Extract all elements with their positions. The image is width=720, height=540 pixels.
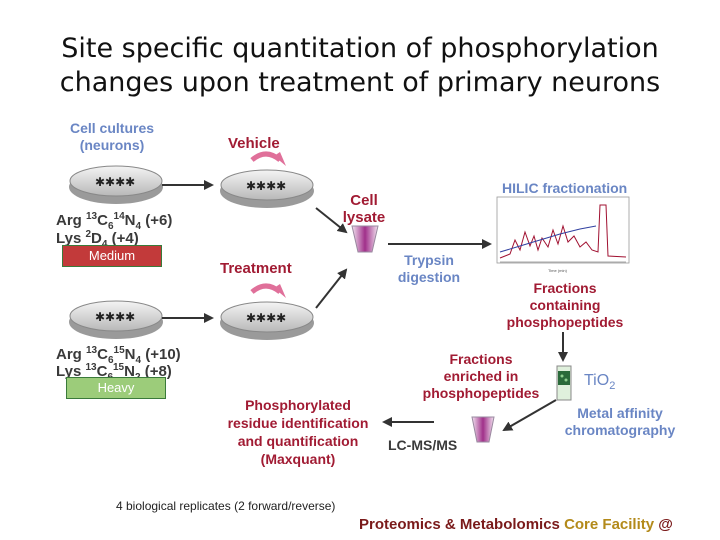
fractions-enriched-label: Fractions enriched in phosphopeptides bbox=[422, 351, 540, 401]
medium-label-badge: Medium bbox=[62, 245, 162, 267]
lysate-tube-icon bbox=[351, 225, 379, 253]
hilic-label: HILIC fractionation bbox=[502, 180, 628, 196]
cell-cultures-label: Cell cultures (neurons) bbox=[69, 120, 155, 153]
hilic-chromatogram: Time (min) bbox=[496, 196, 630, 273]
arrow-treatment-to-lysate bbox=[315, 268, 348, 309]
svg-text:Time (min): Time (min) bbox=[548, 268, 568, 273]
tio2-label: TiO2 bbox=[584, 372, 616, 393]
lcms-label: LC-MS/MS bbox=[388, 437, 458, 453]
metal-affinity-label: Metal affinity chromatography bbox=[564, 405, 676, 438]
core-facility-footer: Proteomics & Metabolomics Core Facility … bbox=[359, 516, 673, 533]
lcms-tube-icon bbox=[471, 416, 495, 443]
cell-lysate-label: Cell lysate bbox=[342, 192, 386, 226]
tio2-column-icon bbox=[556, 365, 572, 401]
dish-vehicle: ✱✱✱✱ bbox=[220, 169, 314, 208]
medium-lys-formula: Lys 2D4 (+4) bbox=[56, 229, 139, 250]
dish-heavy-left: ✱✱✱✱ bbox=[69, 300, 163, 339]
medium-arg-formula: Arg 13C614N4 (+6) bbox=[56, 211, 173, 232]
arrow-tio2-to-lcms bbox=[502, 399, 557, 431]
phospho-residue-label: Phosphorylated residue identification an… bbox=[227, 397, 369, 467]
heavy-arg-formula: Arg 13C615N4 (+10) bbox=[56, 345, 181, 366]
fractions-phospho-label: Fractions containing phosphopeptides bbox=[506, 280, 624, 330]
svg-text:✱✱✱✱: ✱✱✱✱ bbox=[246, 311, 286, 325]
slide-title: Site specific quantitation of phosphoryl… bbox=[0, 32, 720, 100]
trypsin-digestion-label: Trypsin digestion bbox=[397, 252, 461, 285]
svg-text:✱✱✱✱: ✱✱✱✱ bbox=[246, 179, 286, 193]
treatment-label: Treatment bbox=[220, 260, 292, 277]
title-line-2: changes upon treatment of primary neuron… bbox=[59, 67, 661, 98]
heavy-label-badge: Heavy bbox=[66, 377, 166, 399]
dish-medium-left: ✱✱✱✱ bbox=[69, 165, 163, 204]
replicates-footnote: 4 biological replicates (2 forward/rever… bbox=[116, 499, 336, 513]
vehicle-label: Vehicle bbox=[228, 135, 280, 152]
dish-treatment: ✱✱✱✱ bbox=[220, 301, 314, 340]
arrow-vehicle-to-lysate bbox=[315, 207, 348, 234]
title-line-1: Site specific quantitation of phosphoryl… bbox=[61, 33, 659, 64]
svg-text:✱✱✱✱: ✱✱✱✱ bbox=[95, 175, 135, 189]
svg-text:✱✱✱✱: ✱✱✱✱ bbox=[95, 310, 135, 324]
